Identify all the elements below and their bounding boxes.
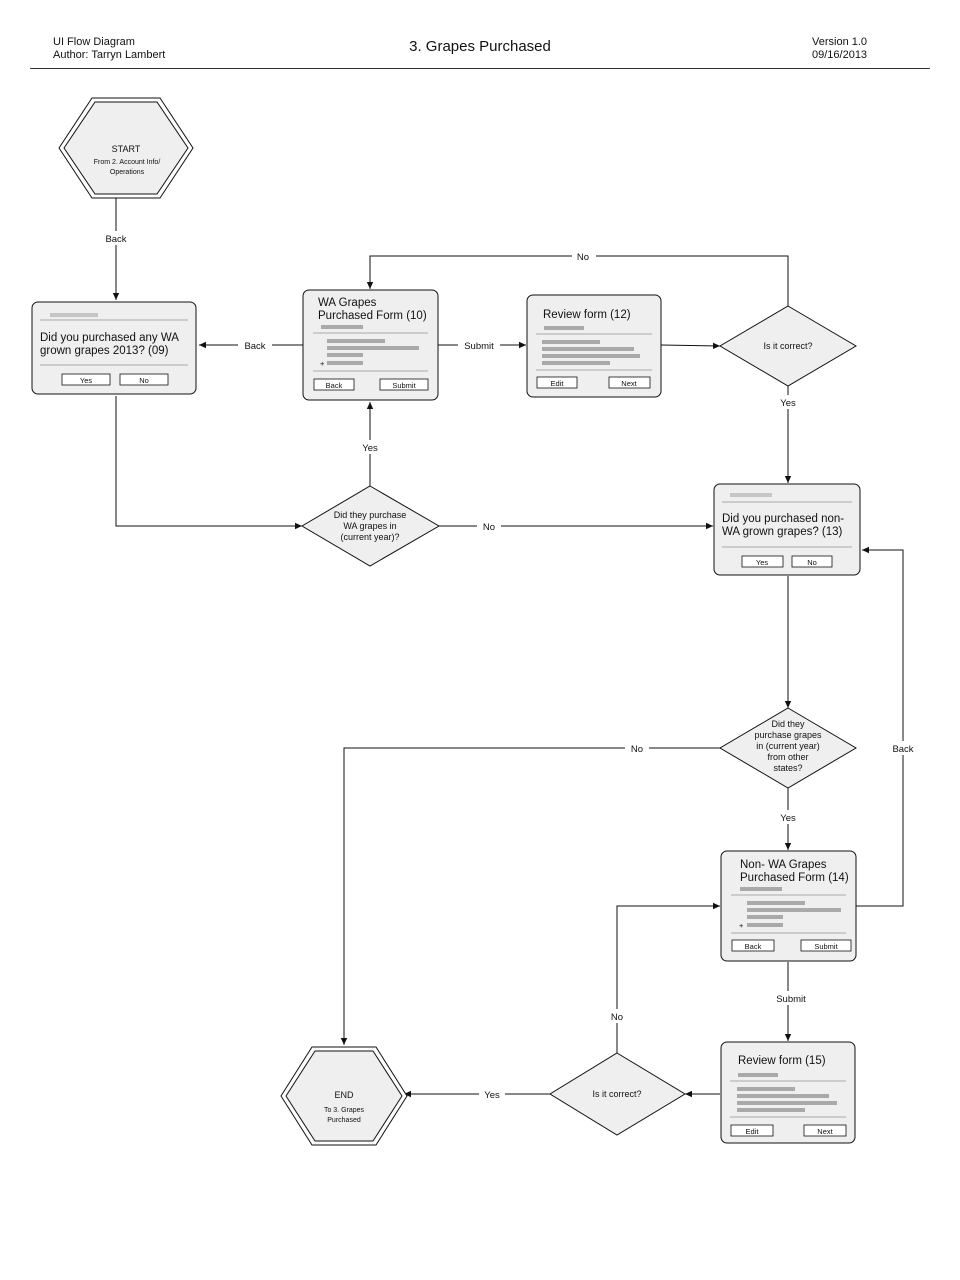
start-title: START <box>112 144 141 154</box>
screen-12-title: Review form (12) <box>543 309 631 321</box>
screen-15-title: Review form (15) <box>738 1055 826 1067</box>
date: 09/16/2013 <box>812 49 868 61</box>
no-button-label: No <box>807 558 817 567</box>
back-button-label: Back <box>745 942 762 951</box>
edge-correct2-no-to-s14 <box>616 902 720 1053</box>
decision-other-states: Did they purchase grapes in (current yea… <box>719 707 857 789</box>
back-button-label: Back <box>326 381 343 390</box>
submit-button[interactable]: Submit <box>800 939 852 952</box>
page-title: 3. Grapes Purchased <box>409 38 551 55</box>
label-s10-back: Back <box>244 341 265 352</box>
next-button[interactable]: Next <box>803 1124 847 1137</box>
start-subtitle-line1: From 2. Account Info/ <box>94 159 161 166</box>
screen-14-title-line2: Purchased Form (14) <box>740 872 849 884</box>
doc-type: UI Flow Diagram <box>53 36 135 48</box>
start-subtitle-line2: Operations <box>110 169 145 176</box>
decision-wa-line3: (current year)? <box>340 532 399 542</box>
label-start-back: Back <box>105 234 126 245</box>
screen-10-add-row[interactable]: + <box>320 359 325 368</box>
decision-correct-12: Is it correct? <box>719 305 857 387</box>
edit-button-label: Edit <box>551 379 565 388</box>
submit-button-label: Submit <box>814 942 838 951</box>
edit-button[interactable]: Edit <box>536 376 578 389</box>
label-correct1-yes: Yes <box>780 398 796 409</box>
end-subtitle-line1: To 3. Grapes <box>324 1107 365 1114</box>
edit-button[interactable]: Edit <box>730 1124 774 1137</box>
decision-correct-12-label: Is it correct? <box>763 341 812 351</box>
no-button-label: No <box>139 376 149 385</box>
screen-14: Non- WA Grapes Purchased Form (14) + Bac… <box>720 850 857 962</box>
end-node: END To 3. Grapes Purchased <box>280 1046 408 1146</box>
submit-button-label: Submit <box>392 381 416 390</box>
decision-other-line3: in (current year) <box>756 741 820 751</box>
no-button[interactable]: No <box>791 555 833 568</box>
decision-correct-15-label: Is it correct? <box>592 1089 641 1099</box>
yes-button[interactable]: Yes <box>741 555 784 568</box>
screen-15: Review form (15) Edit Next <box>720 1041 856 1144</box>
label-correct2-no: No <box>611 1012 623 1023</box>
edge-s09-to-dwa <box>115 396 302 530</box>
end-title: END <box>334 1090 354 1100</box>
label-s10-submit: Submit <box>464 341 494 352</box>
label-dwa-no: No <box>483 522 495 533</box>
screen-13-question-line1: Did you purchased non- <box>722 513 844 525</box>
header-right: Version 1.0 09/16/2013 <box>812 36 867 62</box>
decision-other-line5: states? <box>773 763 802 773</box>
screen-10: WA Grapes Purchased Form (10) + Back Sub… <box>302 289 439 401</box>
label-correct1-no: No <box>577 252 589 263</box>
screen-09-question-line1: Did you purchased any WA <box>40 332 179 344</box>
screen-10-title-line1: WA Grapes <box>318 297 377 309</box>
no-button[interactable]: No <box>119 373 169 386</box>
author: Author: Tarryn Lambert <box>53 49 166 61</box>
label-dother-no: No <box>631 744 643 755</box>
next-button-label: Next <box>817 1127 833 1136</box>
edge-s14-back-to-s13 <box>856 546 904 907</box>
yes-button-label: Yes <box>80 376 92 385</box>
label-dwa-yes: Yes <box>362 443 378 454</box>
decision-wa-line2: WA grapes in <box>343 521 396 531</box>
label-s14-submit: Submit <box>776 994 806 1005</box>
end-subtitle-line2: Purchased <box>327 1117 361 1124</box>
label-dother-yes: Yes <box>780 813 796 824</box>
edge-dother-no-to-end <box>340 747 720 1045</box>
header-left: UI Flow Diagram Author: Tarryn Lambert <box>53 36 165 62</box>
back-button[interactable]: Back <box>731 939 775 952</box>
edge-labels: Back Back Submit No Yes Yes No No Yes Ba… <box>100 231 918 1101</box>
decision-wa-grapes: Did they purchase WA grapes in (current … <box>301 485 440 567</box>
screen-13-question-line2: WA grown grapes? (13) <box>722 526 843 538</box>
edit-button-label: Edit <box>746 1127 760 1136</box>
yes-button[interactable]: Yes <box>61 373 111 386</box>
screen-09-question-line2: grown grapes 2013? (09) <box>40 345 169 357</box>
edge-s12-to-correct1 <box>660 342 721 350</box>
label-correct2-yes: Yes <box>484 1090 500 1101</box>
header-divider <box>30 68 930 69</box>
decision-wa-line1: Did they purchase <box>334 510 407 520</box>
yes-button-label: Yes <box>756 558 768 567</box>
screen-14-title-line1: Non- WA Grapes <box>740 859 827 871</box>
screen-14-add-row[interactable]: + <box>739 921 744 930</box>
decision-other-line1: Did they <box>771 719 805 729</box>
screen-10-title-line2: Purchased Form (10) <box>318 310 427 322</box>
version: Version 1.0 <box>812 36 868 48</box>
screen-12: Review form (12) Edit Next <box>526 294 662 398</box>
submit-button[interactable]: Submit <box>379 378 429 391</box>
label-s14-back: Back <box>892 744 913 755</box>
next-button[interactable]: Next <box>608 376 651 389</box>
decision-other-line2: purchase grapes <box>754 730 822 740</box>
screen-09: Did you purchased any WA grown grapes 20… <box>31 301 197 395</box>
start-node: START From 2. Account Info/ Operations <box>58 97 194 199</box>
decision-correct-15: Is it correct? <box>549 1052 686 1136</box>
screen-13: Did you purchased non- WA grown grapes? … <box>713 483 861 576</box>
decision-other-line4: from other <box>767 752 808 762</box>
back-button[interactable]: Back <box>313 378 355 391</box>
next-button-label: Next <box>621 379 637 388</box>
